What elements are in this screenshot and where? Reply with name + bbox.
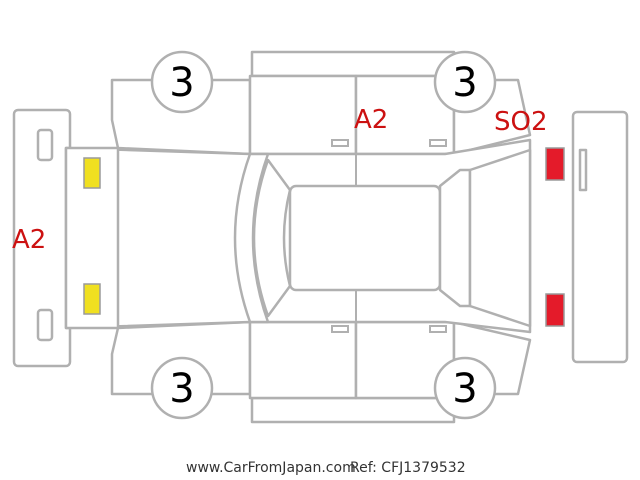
footer-ref: Ref: CFJ1379532 [350,460,466,476]
wheel-front-right-grade: 3 [169,366,194,412]
wheel-front-left: 3 [150,50,214,114]
wheel-rear-left: 3 [433,50,497,114]
wheel-rear-right-grade: 3 [452,366,477,412]
wheel-rear-right: 3 [433,356,497,420]
headlight-right [83,283,101,315]
taillight-left [545,147,565,181]
left-side-panels [110,50,532,156]
taillight-right [545,293,565,327]
car-body-top [64,76,532,398]
wheel-front-left-grade: 3 [169,60,194,106]
wheel-rear-left-grade: 3 [452,60,477,106]
damage-left-door: A2 [354,105,388,135]
damage-rear-quarter: SO2 [494,107,548,137]
damage-front-bumper: A2 [12,225,46,255]
footer-source: www.CarFromJapan.com [186,460,356,476]
wheel-front-right: 3 [150,356,214,420]
rear-bumper [571,110,629,364]
headlight-left [83,157,101,189]
